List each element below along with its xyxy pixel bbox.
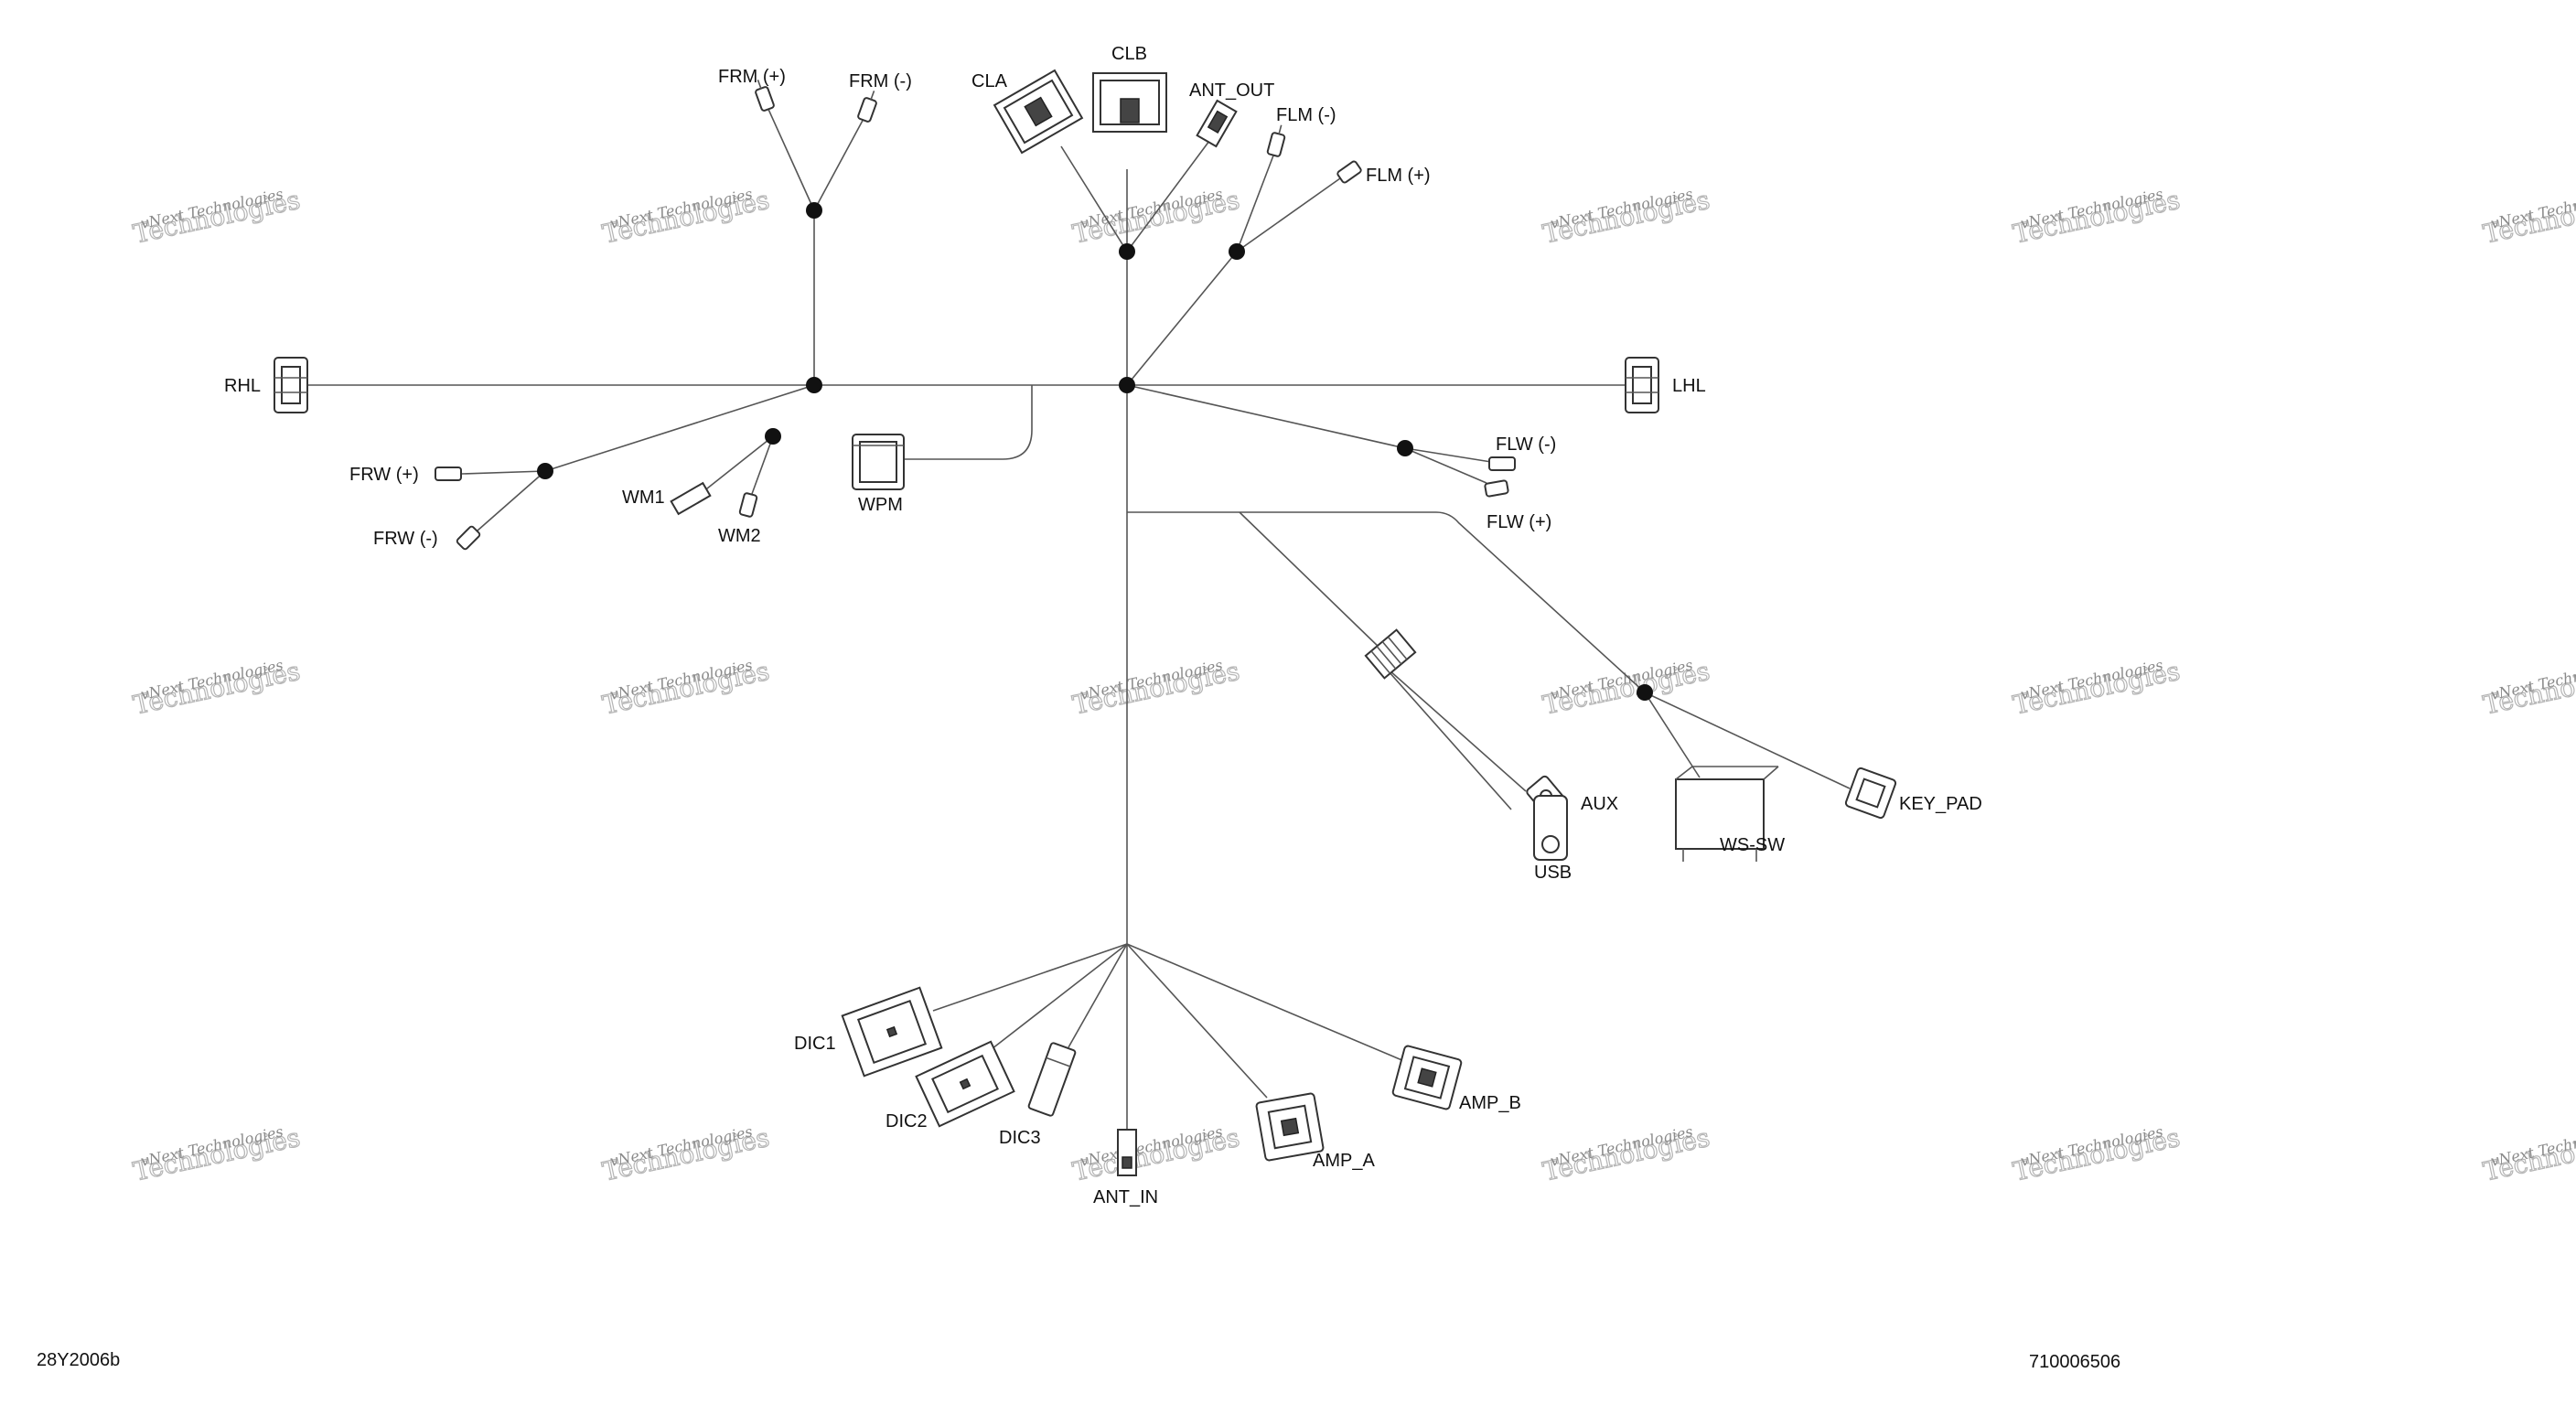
label-wm2: WM2 xyxy=(718,526,761,546)
flw-pos-terminal xyxy=(1484,479,1509,498)
junction-node xyxy=(806,377,822,393)
junction-node xyxy=(765,428,781,445)
dic3-connector xyxy=(1027,1042,1077,1117)
junction-node xyxy=(1397,440,1413,456)
key-pad-connector xyxy=(1844,767,1897,820)
wm2-connector xyxy=(738,492,758,518)
label-flw-neg: FLW (-) xyxy=(1496,434,1556,455)
label-clb: CLB xyxy=(1111,44,1147,64)
lhl-connector xyxy=(1625,357,1659,413)
junction-node xyxy=(1229,243,1245,260)
frw-neg-terminal xyxy=(456,525,481,551)
flw-neg-terminal xyxy=(1488,456,1516,471)
junction-node xyxy=(1637,684,1653,701)
junction-node xyxy=(1119,377,1135,393)
ant-in-connector xyxy=(1117,1129,1137,1176)
cla-connector xyxy=(993,69,1084,155)
ws-sw-switch xyxy=(1675,766,1779,862)
clb-connector xyxy=(1092,72,1167,133)
label-dic3: DIC3 xyxy=(999,1128,1041,1148)
rhl-connector xyxy=(274,357,308,413)
wpm-connector xyxy=(852,434,905,490)
label-ant-out: ANT_OUT xyxy=(1189,80,1274,101)
label-wpm: WPM xyxy=(858,495,903,515)
usb-connector xyxy=(1533,795,1568,861)
footer-right-code: 710006506 xyxy=(2029,1352,2121,1372)
junction-nodes xyxy=(537,202,1653,701)
dic2-connector xyxy=(915,1040,1015,1128)
junction-node xyxy=(1119,243,1135,260)
label-flm-pos: FLM (+) xyxy=(1366,166,1431,186)
dic1-connector xyxy=(841,986,943,1078)
amp-a-connector xyxy=(1255,1092,1325,1162)
label-frw-pos: FRW (+) xyxy=(349,465,419,485)
label-key-pad: KEY_PAD xyxy=(1899,794,1982,814)
connector-layer xyxy=(274,69,1897,1176)
grommet xyxy=(1364,628,1417,680)
frm-neg-terminal xyxy=(857,91,877,123)
label-ws-sw: WS-SW xyxy=(1720,835,1785,855)
junction-node xyxy=(806,202,822,219)
label-usb: USB xyxy=(1534,863,1572,883)
label-cla: CLA xyxy=(971,71,1008,91)
frm-pos-terminal xyxy=(755,80,775,112)
label-lhl: LHL xyxy=(1672,376,1706,396)
label-aux: AUX xyxy=(1581,794,1618,814)
label-dic2: DIC2 xyxy=(886,1111,928,1132)
label-wm1: WM1 xyxy=(622,488,665,508)
wm1-connector xyxy=(670,481,712,516)
amp-b-connector xyxy=(1391,1045,1463,1110)
label-ant-in: ANT_IN xyxy=(1093,1187,1158,1207)
label-frm-pos: FRM (+) xyxy=(718,67,786,87)
label-rhl: RHL xyxy=(224,376,261,396)
flm-neg-terminal xyxy=(1266,124,1286,157)
label-frm-neg: FRM (-) xyxy=(849,71,912,91)
label-frw-neg: FRW (-) xyxy=(373,529,438,549)
wire-layer xyxy=(300,104,1851,1130)
flm-pos-terminal xyxy=(1336,160,1362,184)
label-dic1: DIC1 xyxy=(794,1034,836,1054)
label-flw-pos: FLW (+) xyxy=(1487,512,1551,532)
junction-node xyxy=(537,463,553,479)
label-layer: FRM (+) FRM (-) CLA CLB ANT_OUT FLM (-) … xyxy=(224,44,1982,1207)
frw-pos-terminal xyxy=(435,467,462,481)
ant-out-connector xyxy=(1196,99,1238,148)
label-amp-a: AMP_A xyxy=(1313,1151,1375,1171)
footer-left-code: 28Y2006b xyxy=(37,1350,121,1370)
label-amp-b: AMP_B xyxy=(1459,1093,1521,1113)
label-flm-neg: FLM (-) xyxy=(1276,105,1336,125)
